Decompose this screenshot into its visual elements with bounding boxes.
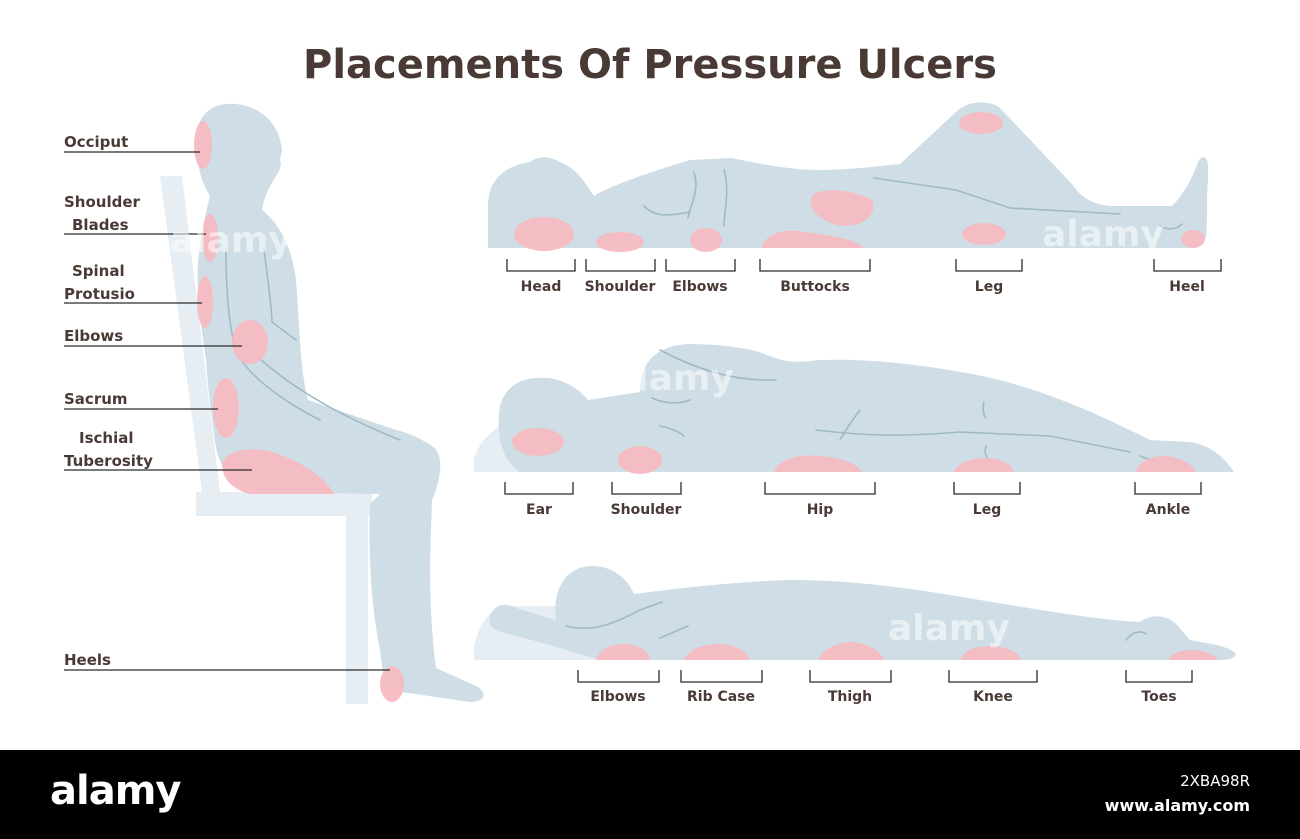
prone-body-silhouette — [489, 566, 1236, 660]
label-sacrum: Sacrum — [64, 390, 128, 408]
supine-labels: Head Shoulder Elbows Buttocks Leg Heel — [521, 279, 1205, 295]
watermark-text: alamy — [170, 220, 292, 261]
label-leg-lateral: Leg — [973, 502, 1001, 518]
label-shoulder-lateral: Shoulder — [611, 502, 682, 518]
page-title: Placements Of Pressure Ulcers — [303, 42, 997, 88]
prone-hotspots — [596, 642, 1218, 660]
label-knee: Knee — [973, 689, 1013, 705]
label-toes: Toes — [1141, 689, 1176, 705]
label-spinal-protusio: Spinal Protusio — [64, 262, 135, 303]
supine-body-silhouette — [488, 102, 1208, 248]
pressure-ulcer-diagram: Placements Of Pressure Ulcers — [64, 42, 1236, 705]
label-head: Head — [521, 279, 562, 295]
watermark-text: alamy — [888, 608, 1010, 649]
label-leg-supine: Leg — [975, 279, 1003, 295]
lateral-body-silhouette — [498, 344, 1235, 472]
lateral-brackets — [504, 482, 1202, 495]
label-elbows-prone: Elbows — [590, 689, 645, 705]
supine-brackets — [506, 259, 1222, 272]
label-shoulder-blades: Shoulder Blades — [64, 193, 145, 234]
seated-hotspots — [194, 121, 404, 702]
supine-figure: Head Shoulder Elbows Buttocks Leg Heel — [488, 102, 1222, 295]
lateral-figure: Ear Shoulder Hip Leg Ankle — [474, 344, 1235, 518]
lateral-labels: Ear Shoulder Hip Leg Ankle — [526, 502, 1190, 518]
prone-brackets — [577, 670, 1193, 683]
lateral-hotspots — [512, 428, 1196, 474]
label-ear: Ear — [526, 502, 552, 518]
watermark-text: alamy — [612, 358, 734, 399]
label-ischial-tuberosity: Ischial Tuberosity — [64, 429, 153, 470]
label-elbows-seated: Elbows — [64, 327, 123, 345]
label-buttocks: Buttocks — [780, 279, 850, 295]
watermark-overlay: alamy alamy alamy alamy — [170, 214, 1164, 649]
seated-body-silhouette — [196, 103, 484, 703]
label-shoulder-supine: Shoulder — [585, 279, 656, 295]
prone-labels: Elbows Rib Case Thigh Knee Toes — [590, 689, 1176, 705]
supine-hotspots — [514, 112, 1205, 252]
footer-site-link[interactable]: www.alamy.com — [1104, 796, 1250, 815]
stock-footer-bar: alamy 2XBA98R www.alamy.com — [0, 750, 1300, 839]
label-ankle: Ankle — [1146, 502, 1190, 518]
seated-labels: Occiput Shoulder Blades Spinal Protusio … — [64, 133, 153, 669]
label-heel: Heel — [1169, 279, 1205, 295]
chair-illustration — [160, 176, 372, 704]
label-thigh: Thigh — [828, 689, 872, 705]
prone-figure: Elbows Rib Case Thigh Knee Toes — [474, 566, 1236, 705]
sitting-figure: Occiput Shoulder Blades Spinal Protusio … — [64, 103, 484, 704]
footer-image-id: 2XBA98R — [1180, 772, 1250, 790]
label-hip: Hip — [807, 502, 834, 518]
label-rib-case: Rib Case — [687, 689, 755, 705]
label-occiput: Occiput — [64, 133, 128, 151]
label-heels: Heels — [64, 651, 111, 669]
label-elbows-supine: Elbows — [672, 279, 727, 295]
footer-brand-logo: alamy — [50, 768, 181, 814]
watermark-text: alamy — [1042, 214, 1164, 255]
seated-leader-lines — [64, 151, 390, 671]
